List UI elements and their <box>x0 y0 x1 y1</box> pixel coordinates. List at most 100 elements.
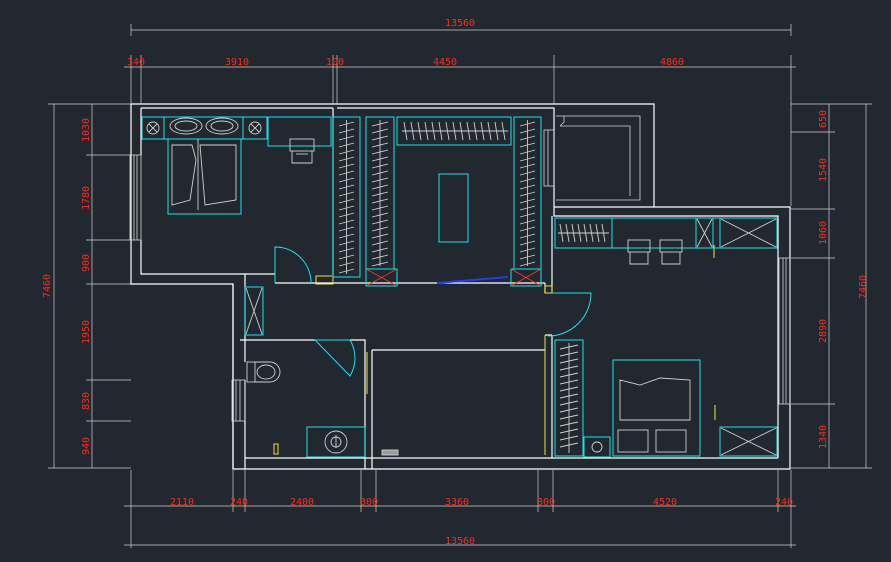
hanger-mark <box>338 198 355 204</box>
dim-bottom-1: 2110 <box>170 497 194 508</box>
dim-bottom-2: 240 <box>230 497 248 508</box>
hanger-mark <box>371 212 389 218</box>
dim-bottom-3: 2400 <box>290 497 314 508</box>
hanger-mark <box>371 128 389 134</box>
hanger-mark <box>559 379 579 385</box>
hanger-mark <box>519 135 536 141</box>
hanger-mark <box>519 121 536 127</box>
hanger-mark <box>559 400 579 406</box>
dim-bottom-total: 13560 <box>445 536 475 547</box>
hanger-mark <box>480 121 485 141</box>
hanger-mark <box>559 372 579 378</box>
wardrobe-hangers <box>338 120 609 453</box>
hanger-mark <box>519 184 536 190</box>
hanger-mark <box>589 223 594 243</box>
hanger-mark <box>371 219 389 225</box>
dim-right-4: 2890 <box>818 319 829 343</box>
dim-right-2: 1540 <box>818 158 829 182</box>
hanger-mark <box>371 184 389 190</box>
hanger-mark <box>519 254 536 260</box>
hanger-mark <box>431 121 436 141</box>
dim-top-4: 4450 <box>433 57 457 68</box>
hanger-mark <box>371 254 389 260</box>
hanger-mark <box>338 261 355 267</box>
hanger-mark <box>559 386 579 392</box>
hanger-mark <box>371 121 389 127</box>
hanger-mark <box>338 212 355 218</box>
corridor-cabinet <box>244 286 264 336</box>
hanger-mark <box>559 435 579 441</box>
hanger-mark <box>559 365 579 371</box>
hanger-mark <box>371 205 389 211</box>
dimension-labels: 13560 340 3910 100 4450 4860 2110 240 24… <box>42 18 869 547</box>
hanger-mark <box>559 414 579 420</box>
hanger-mark <box>519 156 536 162</box>
hanger-mark <box>519 261 536 267</box>
hanger-mark <box>338 163 355 169</box>
hanger-mark <box>371 142 389 148</box>
hanger-mark <box>371 170 389 176</box>
hanger-mark <box>371 226 389 232</box>
hanger-mark <box>559 351 579 357</box>
hanger-mark <box>371 233 389 239</box>
hanger-mark <box>501 121 506 141</box>
dim-bottom-5: 3360 <box>445 497 469 508</box>
dim-top-2: 3910 <box>225 57 249 68</box>
hanger-mark <box>519 149 536 155</box>
bedroom-2-furniture <box>554 217 778 458</box>
hanger-mark <box>338 128 355 134</box>
dim-left-2: 1780 <box>81 186 92 210</box>
dim-left-3: 900 <box>81 254 92 272</box>
hanger-mark <box>445 121 450 141</box>
hanger-mark <box>473 121 478 141</box>
hanger-mark <box>519 191 536 197</box>
hanger-mark <box>338 247 355 253</box>
dim-right-5: 1340 <box>818 425 829 449</box>
walls <box>130 103 791 470</box>
dim-left-1: 1030 <box>81 118 92 142</box>
hanger-mark <box>424 121 429 141</box>
dim-left-6: 940 <box>81 437 92 455</box>
hanger-mark <box>559 428 579 434</box>
hanger-mark <box>519 170 536 176</box>
doors <box>274 245 716 455</box>
hanger-mark <box>403 121 408 141</box>
hanger-mark <box>459 121 464 141</box>
dim-top-5: 4860 <box>660 57 684 68</box>
dim-right-1: 650 <box>818 110 829 128</box>
hanger-mark <box>338 205 355 211</box>
hanger-mark <box>519 177 536 183</box>
hanger-mark <box>559 223 564 243</box>
hanger-mark <box>338 240 355 246</box>
hanger-mark <box>519 142 536 148</box>
hanger-mark <box>338 184 355 190</box>
dim-bottom-8: 240 <box>775 497 793 508</box>
hanger-mark <box>338 226 355 232</box>
hanger-mark <box>338 177 355 183</box>
dim-bottom-7: 4520 <box>653 497 677 508</box>
hanger-mark <box>338 156 355 162</box>
hanger-mark <box>371 177 389 183</box>
hanger-mark <box>571 223 576 243</box>
hanger-mark <box>519 128 536 134</box>
dim-bottom-6: 300 <box>537 497 555 508</box>
hanger-mark <box>559 358 579 364</box>
hanger-mark <box>519 233 536 239</box>
hanger-mark <box>338 121 355 127</box>
hanger-mark <box>338 191 355 197</box>
walk-in-closet <box>332 116 542 287</box>
hanger-mark <box>487 121 492 141</box>
windows <box>129 129 791 422</box>
hanger-mark <box>371 156 389 162</box>
dim-top-1: 340 <box>127 57 145 68</box>
hanger-mark <box>371 149 389 155</box>
hanger-mark <box>577 223 582 243</box>
hanger-mark <box>338 219 355 225</box>
hanger-mark <box>371 135 389 141</box>
hanger-mark <box>371 191 389 197</box>
hanger-mark <box>371 198 389 204</box>
hanger-mark <box>559 344 579 350</box>
hanger-mark <box>466 121 471 141</box>
dim-right-total: 7460 <box>858 275 869 299</box>
